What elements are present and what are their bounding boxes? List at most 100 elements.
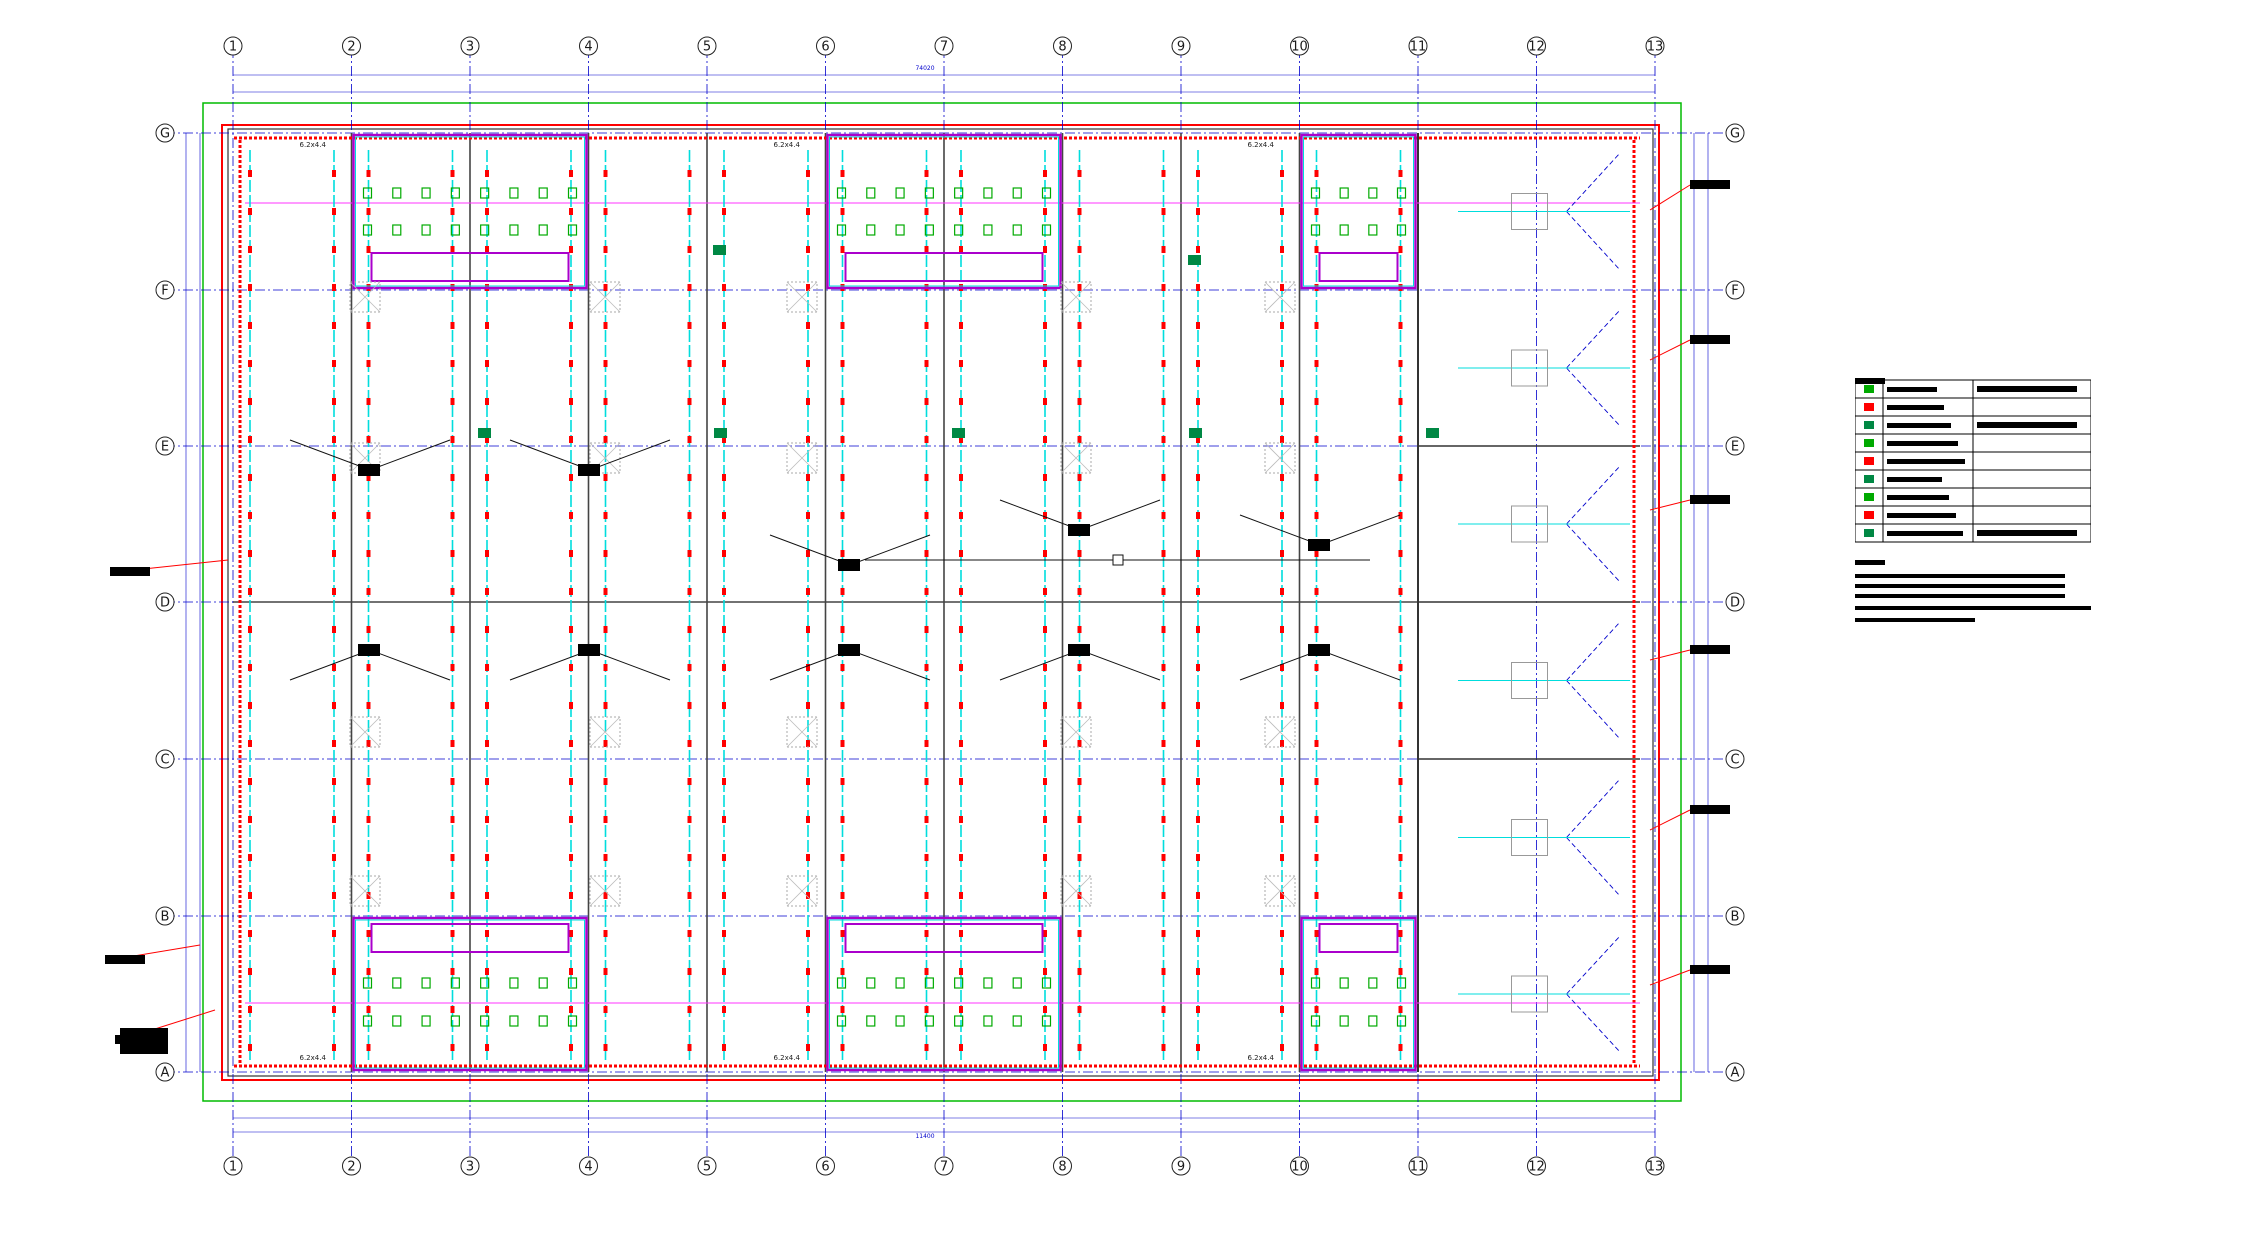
axis-label-row: F [1731,284,1738,299]
rail-marker [450,702,455,709]
rail-marker [569,626,573,633]
light-fixture [1368,187,1378,199]
axis-label-col: 13 [1647,40,1664,55]
rail-marker [248,170,252,177]
light-fixture [362,224,373,236]
rail-marker [1043,626,1047,633]
rail-marker [840,1044,845,1051]
rail-marker [569,968,573,975]
redacted-label [838,644,860,656]
rail-marker [248,512,252,519]
rail-marker [450,778,455,785]
rail-marker [1314,436,1319,443]
rail-marker [722,892,726,899]
east-bay-diag [1566,837,1621,897]
rail-marker [332,892,336,899]
rail-marker [806,816,810,823]
rail-marker [366,398,371,405]
axis-label-col: 7 [940,40,948,55]
light-fixture [538,224,548,236]
rail-marker [603,930,608,937]
rail-marker [1280,892,1284,899]
axis-bubble [1725,749,1745,769]
axis-label-row: G [160,127,170,142]
hatch-diag [1060,281,1092,313]
axis-label-col: 8 [1058,40,1066,55]
hatch-diag [786,442,818,474]
rail-marker [485,854,489,861]
rail-marker [1280,474,1284,481]
rail-marker [332,854,336,861]
hatch-box [1060,716,1092,748]
rail-marker [1314,626,1319,633]
light-fixture [1012,977,1022,989]
rail-marker [450,550,455,557]
rail-marker [1280,512,1284,519]
light-fixture [1396,224,1407,236]
rail-marker [1043,360,1047,367]
overall-dimension-top: 74020 [915,65,934,72]
service-strip [1318,923,1399,953]
rail-marker [569,778,573,785]
rail-marker [569,892,573,899]
legend-heading-redacted [1855,378,1885,384]
light-fixture [866,977,876,989]
hatch-diag [1264,281,1296,313]
rail-marker [1161,930,1166,937]
rail-marker [569,588,573,595]
rail-marker [450,740,455,747]
axis-bubble [1725,280,1745,300]
hatch-box [349,875,381,907]
hatch-box [589,875,621,907]
axis-label-row: D [1730,596,1740,611]
rail-marker [366,778,371,785]
rail-marker [1280,854,1284,861]
rail-marker [1077,246,1082,253]
rail-marker [924,550,929,557]
axis-bubble [155,749,175,769]
hatch-box [589,442,621,474]
rail-marker [806,360,810,367]
rail-marker [485,398,489,405]
axis-label-row: A [161,1066,170,1081]
rail-marker [1398,208,1403,215]
rail-marker [248,854,252,861]
light-fixture [895,187,905,199]
light-fixture [895,977,905,989]
rail-marker [485,892,489,899]
rail-marker [1077,664,1082,671]
rail-marker [332,436,336,443]
rail-marker [687,626,692,633]
rail-marker [248,626,252,633]
rail-marker [1314,740,1319,747]
rail-marker [1043,930,1047,937]
rail-marker [722,664,726,671]
redacted-note [1690,495,1730,504]
rail-marker [1314,1006,1319,1013]
rail-marker [687,816,692,823]
light-fixture [1396,977,1407,989]
rail-marker [332,702,336,709]
light-fixture [421,977,431,989]
axis-label-col: 2 [347,1160,355,1175]
rail-marker [1314,778,1319,785]
light-fixture [1041,187,1052,199]
light-fixture [983,187,993,199]
leader-line [1649,649,1691,661]
rail-marker [722,740,726,747]
light-fixture [480,224,490,236]
rail-marker [332,474,336,481]
light-fixture [924,977,934,989]
rail-marker [722,208,726,215]
rail-marker [366,550,371,557]
inner-wall [227,128,1654,1077]
rail-marker [924,816,929,823]
rail-marker [1161,208,1166,215]
axis-label-row: G [1730,127,1740,142]
light-fixture [1339,1015,1349,1027]
rail-marker [722,398,726,405]
rail-marker [722,322,726,329]
rail-marker [1398,474,1403,481]
